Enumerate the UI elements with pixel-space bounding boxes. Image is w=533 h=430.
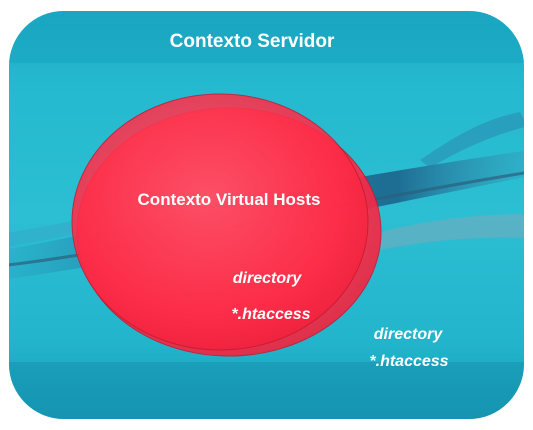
server-context-title: Contexto Servidor	[170, 31, 335, 52]
virtual-hosts-htaccess-label: *.htaccess	[231, 306, 310, 323]
virtual-hosts-ellipse-front	[71, 93, 369, 351]
virtual-hosts-title: Contexto Virtual Hosts	[138, 190, 321, 209]
virtual-hosts-context	[71, 93, 382, 357]
server-directory-label: directory	[374, 326, 444, 343]
server-htaccess-label: *.htaccess	[369, 353, 448, 370]
virtual-hosts-directory-label: directory	[233, 270, 303, 287]
